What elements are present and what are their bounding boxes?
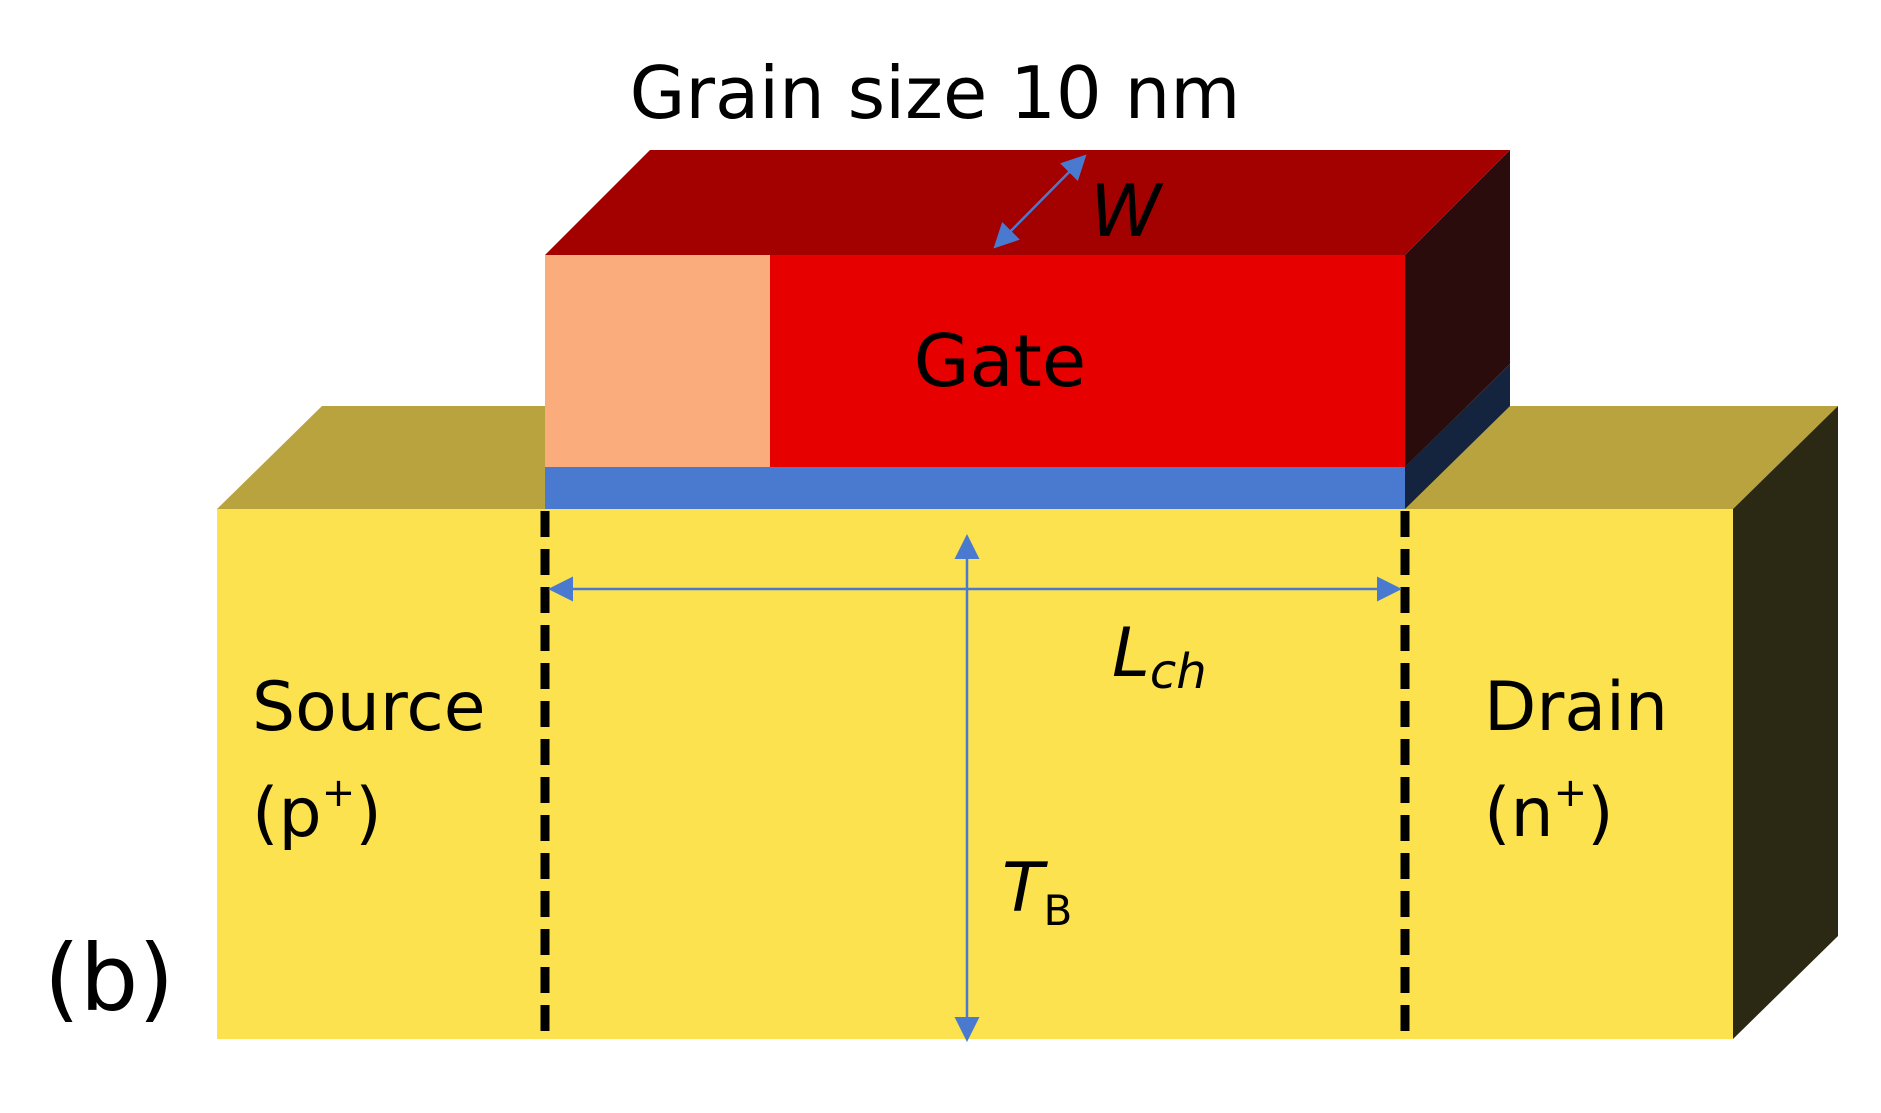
source-doping-label: (p+)	[252, 770, 382, 853]
channel-length-subscript: ch	[1150, 644, 1207, 700]
source-label: Source	[252, 668, 486, 747]
drain-doping-label: (n+)	[1484, 770, 1614, 853]
gate-label: Gate	[914, 319, 1086, 403]
width-label: W	[1090, 169, 1164, 253]
drain-doping-close: )	[1587, 774, 1614, 853]
drain-label: Drain	[1484, 668, 1668, 747]
body-thickness-symbol: T	[1002, 849, 1048, 928]
drain-doping-open: (n	[1484, 774, 1554, 853]
body-thickness-subscript: B	[1044, 886, 1073, 935]
body-side-face	[1733, 406, 1838, 1039]
diagram-title: Grain size 10 nm	[630, 51, 1241, 135]
source-doping-close: )	[355, 774, 382, 853]
gate-top-face	[545, 150, 1510, 255]
drain-doping-sup: +	[1554, 770, 1588, 816]
oxide-side-face	[1405, 364, 1510, 509]
panel-label: (b)	[44, 925, 174, 1032]
source-doping-sup: +	[322, 770, 356, 816]
width-arrow	[993, 154, 1087, 249]
grain-block	[545, 255, 770, 467]
channel-length-symbol: L	[1112, 614, 1150, 693]
oxide-layer	[545, 467, 1405, 509]
channel-length-label: Lch	[1112, 614, 1207, 700]
source-doping-open: (p	[252, 774, 322, 853]
gate-side-face	[1405, 150, 1510, 467]
body-thickness-label: TB	[1002, 849, 1072, 935]
